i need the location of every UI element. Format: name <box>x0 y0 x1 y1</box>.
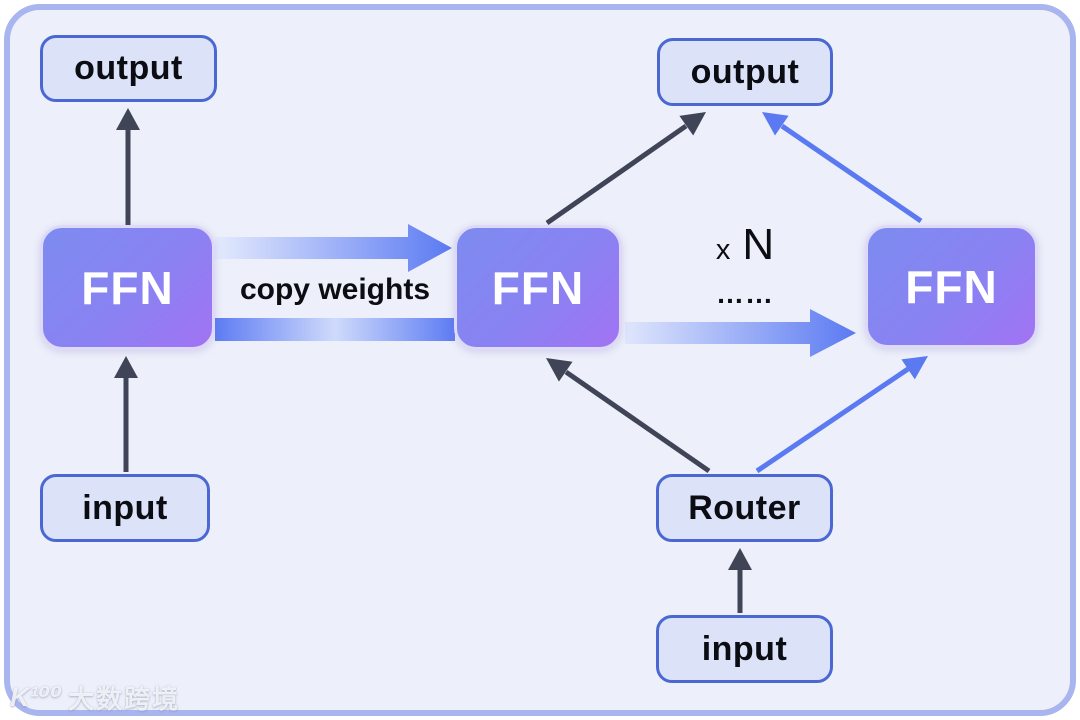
ffn-left-label: FFN <box>81 261 174 314</box>
output-box-left: output <box>40 35 217 102</box>
ffn-box-middle: FFN <box>454 225 622 350</box>
arrow-ffn-right-to-output <box>762 112 923 224</box>
ellipsis-label: …… <box>716 278 774 309</box>
arrow-ffn-left-to-output <box>116 108 140 225</box>
repeat-prefix: x <box>715 234 731 266</box>
ffn-middle-label: FFN <box>491 261 585 314</box>
ffn-box-right: FFN <box>865 225 1038 348</box>
repeat-n-label: x N <box>660 220 830 269</box>
input-right-label: input <box>701 629 788 668</box>
input-box-right: input <box>656 615 833 683</box>
arrow-router-to-ffn-right <box>755 356 928 474</box>
input-left-label: input <box>82 488 168 527</box>
watermark-logo-icon: K¹⁰⁰ <box>10 681 63 712</box>
copy-weights-arrow-top <box>215 224 452 272</box>
arrow-input-right-to-router <box>728 548 752 613</box>
router-box: Router <box>656 474 833 542</box>
ffn-box-left: FFN <box>40 225 215 350</box>
arrow-router-to-ffn-middle <box>546 358 711 474</box>
copy-weights-label: copy weights <box>239 273 431 306</box>
repeat-count: N <box>742 220 775 269</box>
diagram-frame <box>4 4 1076 716</box>
arrow-ffn-middle-to-output <box>545 112 706 226</box>
output-box-right: output <box>657 38 833 106</box>
arrow-input-left-to-ffn <box>114 356 138 472</box>
watermark: K¹⁰⁰ 大数跨境 <box>10 679 180 715</box>
ffn-right-label: FFN <box>905 260 998 313</box>
output-left-label: output <box>74 49 183 87</box>
watermark-text: 大数跨境 <box>68 683 181 714</box>
ffn-repeat-arrow <box>625 309 856 357</box>
copy-weights-band-bottom <box>215 318 455 341</box>
output-right-label: output <box>690 52 800 91</box>
router-label: Router <box>688 488 801 527</box>
input-box-left: input <box>40 474 210 542</box>
